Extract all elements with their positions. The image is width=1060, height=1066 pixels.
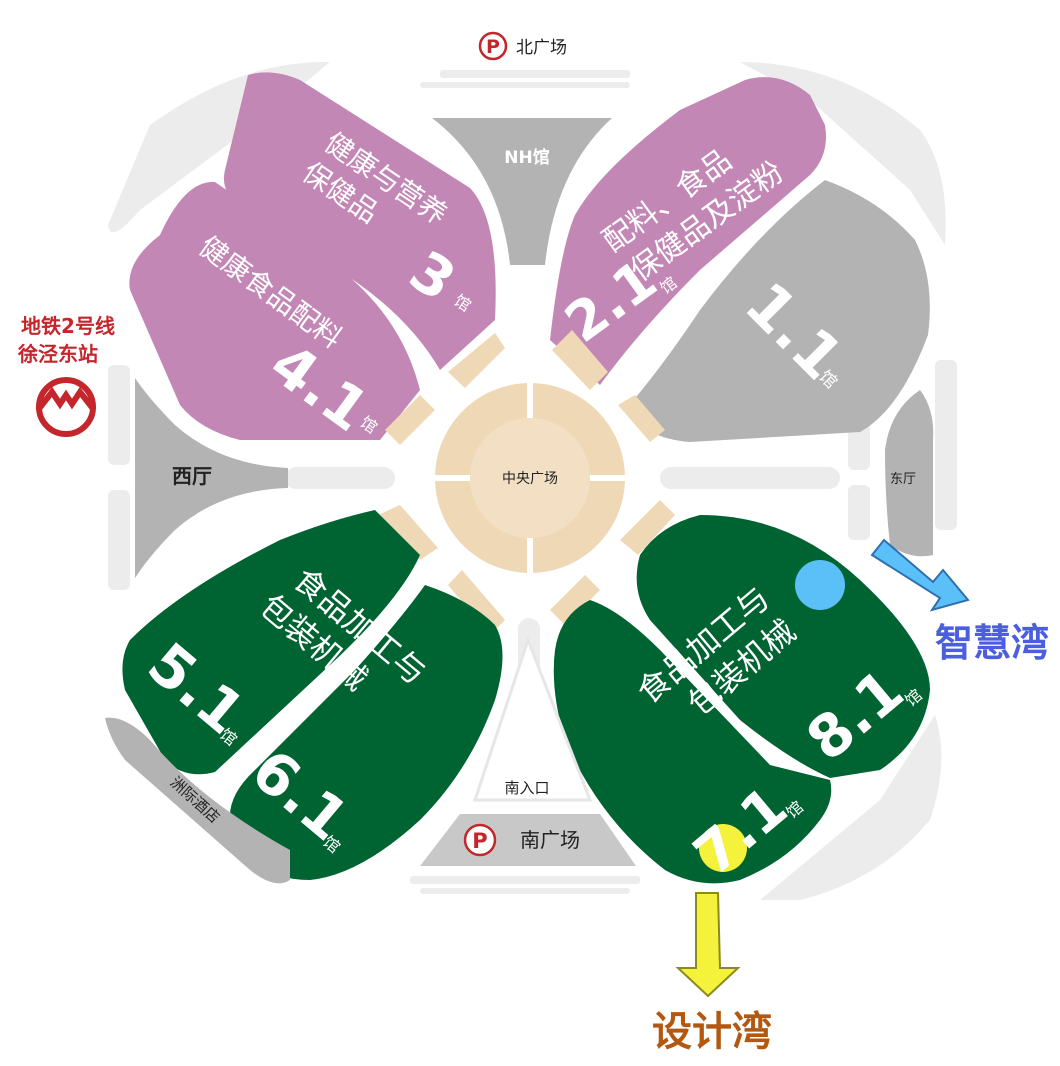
- east-walkway: [660, 467, 840, 489]
- hall-5-1: [122, 510, 420, 775]
- north-bar: [440, 70, 630, 78]
- east-pillar-3: [935, 360, 957, 530]
- hall-west: [135, 378, 288, 578]
- south-bar-2: [420, 888, 630, 894]
- central-plaza-inner: [470, 418, 590, 538]
- connector-se-1: [620, 500, 675, 555]
- central-plaza-label: 中央广场: [502, 471, 558, 487]
- hall-east-label: 东厅: [890, 472, 916, 487]
- connector-se-2: [550, 575, 600, 625]
- arrow-east-icon: [870, 538, 970, 612]
- connector-sw-2: [448, 570, 505, 635]
- connector-ne-2: [618, 395, 665, 442]
- connector-ne-1: [552, 330, 608, 390]
- destination-south-label: 设计湾: [652, 1009, 772, 1055]
- east-pillar-2: [848, 485, 870, 540]
- hotel-area: [105, 717, 290, 884]
- metro-line-label: 地铁2号线: [21, 314, 115, 338]
- hall-2-1: [550, 77, 826, 386]
- highlight-circle-yellow: [699, 824, 747, 872]
- outer-ring-ne: [740, 62, 946, 245]
- south-bar: [410, 876, 640, 884]
- south-plaza-label: 南广场: [520, 828, 580, 852]
- south-entrance: [472, 635, 593, 802]
- parking-north: P 北广场: [478, 31, 567, 61]
- outer-ring-se: [760, 715, 942, 900]
- hall-nh: [432, 118, 612, 265]
- hall-7-1: [553, 600, 832, 884]
- connector-nw-2: [385, 395, 435, 445]
- destination-east-label: 智慧湾: [935, 621, 1049, 665]
- hall-4-1: [129, 181, 420, 441]
- parking-icon-letter: P: [486, 36, 500, 58]
- west-walkway: [285, 467, 395, 489]
- west-pillar-1: [108, 365, 130, 465]
- parking-icon-south: [463, 823, 497, 857]
- north-plaza-label: 北广场: [516, 38, 567, 58]
- connector-nw-1: [448, 333, 505, 388]
- highlight-circle-blue: [795, 560, 845, 610]
- parking-icon: [478, 31, 508, 61]
- hall-6-1: [229, 585, 503, 880]
- arrow-south-icon: [675, 892, 741, 998]
- parking-icon-south-letter: P: [472, 829, 487, 853]
- hall-3: [223, 72, 496, 370]
- hall-east: [885, 390, 934, 557]
- hall-nh-label: NH馆: [504, 147, 549, 168]
- metro-logo-icon: [35, 377, 97, 437]
- connector-sw-1: [378, 505, 438, 560]
- hall-west-label: 西厅: [172, 464, 212, 488]
- hall-1-1: [625, 180, 930, 442]
- south-entrance-label: 南入口: [504, 779, 549, 797]
- metro-station-label: 徐泾东站: [17, 342, 98, 366]
- hall-8-1: [636, 515, 930, 778]
- west-pillar-2: [108, 490, 130, 590]
- north-bar-2: [420, 82, 630, 88]
